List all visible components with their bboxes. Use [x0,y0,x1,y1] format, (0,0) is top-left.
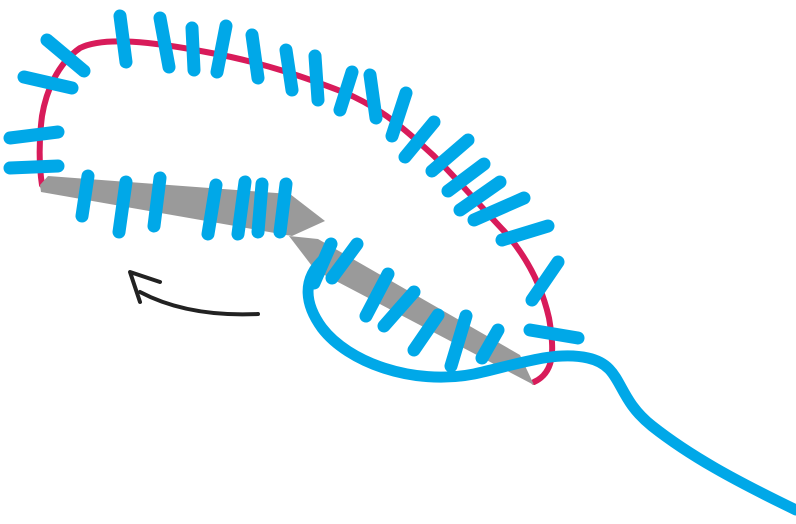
stitch [154,178,160,226]
cord-blue-stitches [10,16,578,338]
stitch [340,72,352,110]
stitch [258,184,262,232]
stitch [315,56,318,100]
stitch [530,330,578,338]
stitch [119,182,126,232]
stitch [286,50,292,90]
direction-arrow-shaft [140,292,258,314]
stitch [24,77,72,88]
stitch [252,35,258,78]
stitch [47,40,84,71]
stitch [120,16,126,62]
stitch [10,166,58,168]
stitch [10,132,58,138]
stitch [208,185,216,234]
stitch [280,184,286,232]
stitch [370,75,376,118]
stitch [82,176,88,216]
stitch [160,18,169,67]
stitch [192,28,194,70]
stitch [238,182,245,234]
stitch [217,26,226,72]
stitch [502,226,548,240]
